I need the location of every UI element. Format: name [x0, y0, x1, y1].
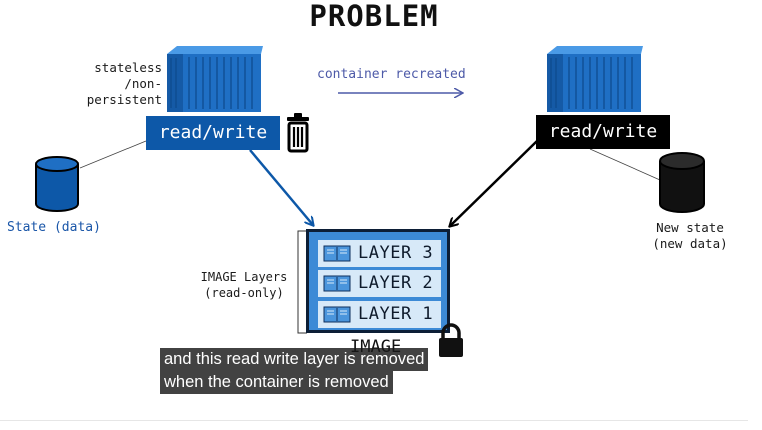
- slide-title: PROBLEM: [309, 0, 439, 33]
- container-recreated-label: container recreated: [317, 67, 466, 82]
- stateless-label: stateless /non-persistent: [52, 60, 162, 108]
- read-write-layer-left: read/write: [146, 116, 280, 150]
- image-layer: LAYER 2: [318, 270, 441, 297]
- divider: [0, 420, 748, 421]
- caption-line1: and this read write layer is removed: [160, 348, 429, 371]
- layer-icon: [323, 306, 351, 323]
- layer-label: LAYER 2: [358, 273, 434, 293]
- image-layer: LAYER 1: [318, 301, 441, 328]
- layer-icon: [323, 275, 351, 292]
- state-data-label: State (data): [7, 220, 101, 235]
- image-layers-label: IMAGE Layers (read-only): [198, 269, 290, 301]
- layer-label: LAYER 3: [358, 243, 434, 263]
- subtitle-caption: and this read write layer is removed whe…: [160, 348, 429, 394]
- lock-icon: [439, 323, 463, 357]
- new-state-label: New state (new data): [640, 220, 740, 252]
- image-layers-label-line2: (read-only): [204, 286, 284, 300]
- caption-line2: when the container is removed: [160, 371, 393, 394]
- database-icon: [35, 156, 79, 212]
- trash-icon: [287, 113, 309, 153]
- image-layer: LAYER 3: [318, 240, 441, 267]
- shipping-container-icon: [167, 46, 263, 112]
- layer-label: LAYER 1: [358, 304, 434, 324]
- black-arrow: [450, 140, 538, 226]
- read-write-layer-right: read/write: [536, 115, 670, 149]
- image-box: LAYER 3 LAYER 2 LAYER 1: [306, 229, 450, 333]
- new-state-label-line2: (new data): [652, 236, 728, 251]
- layer-icon: [323, 245, 351, 262]
- blue-arrow: [249, 149, 313, 225]
- new-state-label-line1: New state: [656, 220, 724, 235]
- database-icon: [659, 152, 705, 213]
- stateless-label-line2: /non-persistent: [86, 76, 162, 107]
- shipping-container-icon: [547, 46, 643, 112]
- image-layers-label-line1: IMAGE Layers: [200, 270, 288, 284]
- stateless-label-line1: stateless: [94, 60, 162, 75]
